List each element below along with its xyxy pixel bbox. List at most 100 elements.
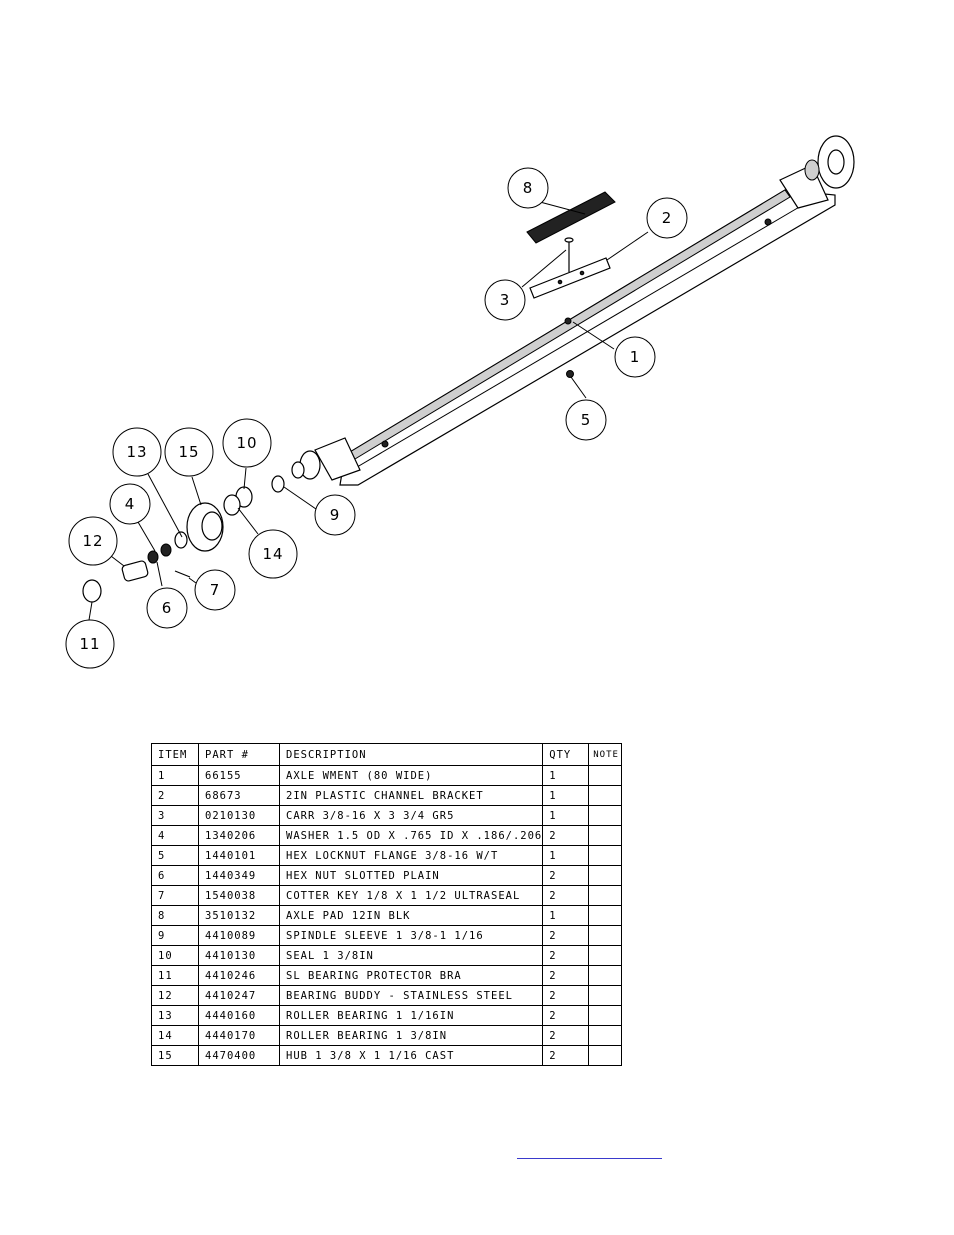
cell-note (588, 765, 623, 786)
svg-text:14: 14 (262, 545, 283, 563)
cell-qty: 2 (542, 885, 590, 906)
svg-text:7: 7 (210, 581, 221, 599)
cell-item: 4 (151, 825, 199, 846)
cell-description: COTTER KEY 1/8 X 1 1/2 ULTRASEAL (278, 885, 544, 906)
balloon-9: 9 (314, 494, 356, 536)
cell-note (588, 825, 623, 846)
left-hub-components (82, 475, 285, 603)
svg-text:11: 11 (79, 635, 100, 653)
cell-qty: 2 (542, 945, 590, 966)
cell-note (588, 805, 623, 826)
cell-qty: 2 (542, 865, 590, 886)
carriage-bolt (564, 237, 574, 272)
balloon-14: 14 (248, 529, 298, 579)
cell-qty: 2 (542, 825, 590, 846)
cell-description: 2IN PLASTIC CHANNEL BRACKET (278, 785, 544, 806)
balloon-3: 3 (484, 279, 526, 321)
balloon-10: 10 (222, 418, 272, 468)
cell-part: 1340206 (198, 825, 280, 846)
header-note: NOTE (588, 743, 623, 766)
cell-note (588, 965, 623, 986)
cell-description: SL BEARING PROTECTOR BRA (278, 965, 544, 986)
svg-text:8: 8 (523, 179, 534, 197)
table-header-row: ITEM PART # DESCRIPTION QTY NOTE (151, 743, 623, 766)
cell-qty: 2 (542, 1025, 590, 1046)
cell-note (588, 1025, 623, 1046)
cell-part: 0210130 (198, 805, 280, 826)
balloon-12: 12 (68, 516, 118, 566)
svg-text:13: 13 (126, 443, 147, 461)
cell-qty: 2 (542, 985, 590, 1006)
cell-description: SEAL 1 3/8IN (278, 945, 544, 966)
cell-item: 7 (151, 885, 199, 906)
cell-description: SPINDLE SLEEVE 1 3/8-1 1/16 (278, 925, 544, 946)
cell-item: 2 (151, 785, 199, 806)
exploded-assembly-diagram: 8 2 3 1 5 13 15 10 4 9 12 14 7 6 11 (65, 135, 855, 669)
cell-qty: 1 (542, 905, 590, 926)
cell-part: 1440101 (198, 845, 280, 866)
cell-description: CARR 3/8-16 X 3 3/4 GR5 (278, 805, 544, 826)
leader-lines (88, 201, 649, 621)
cell-item: 15 (151, 1045, 199, 1066)
cell-description: AXLE WMENT (80 WIDE) (278, 765, 544, 786)
cell-item: 1 (151, 765, 199, 786)
axle-tube (291, 135, 855, 486)
cell-note (588, 945, 623, 966)
cell-part: 4440170 (198, 1025, 280, 1046)
header-item: ITEM (151, 743, 199, 766)
cell-part: 4440160 (198, 1005, 280, 1026)
cell-qty: 2 (542, 925, 590, 946)
balloon-8: 8 (507, 167, 549, 209)
cell-description: HEX LOCKNUT FLANGE 3/8-16 W/T (278, 845, 544, 866)
cell-note (588, 845, 623, 866)
balloon-15: 15 (164, 427, 214, 477)
cell-description: ROLLER BEARING 1 1/16IN (278, 1005, 544, 1026)
cell-item: 13 (151, 1005, 199, 1026)
cell-part: 1540038 (198, 885, 280, 906)
cell-description: ROLLER BEARING 1 3/8IN (278, 1025, 544, 1046)
cell-item: 12 (151, 985, 199, 1006)
balloon-5: 5 (565, 399, 607, 441)
svg-text:6: 6 (162, 599, 173, 617)
balloon-2: 2 (646, 197, 688, 239)
cell-note (588, 1005, 623, 1026)
cell-description: HEX NUT SLOTTED PLAIN (278, 865, 544, 886)
cell-qty: 1 (542, 765, 590, 786)
cell-qty: 2 (542, 1005, 590, 1026)
cell-item: 8 (151, 905, 199, 926)
cell-note (588, 865, 623, 886)
cell-item: 14 (151, 1025, 199, 1046)
balloon-13: 13 (112, 427, 162, 477)
cell-qty: 1 (542, 785, 590, 806)
cell-description: HUB 1 3/8 X 1 1/16 CAST (278, 1045, 544, 1066)
cell-qty: 1 (542, 805, 590, 826)
svg-text:12: 12 (82, 532, 103, 550)
cell-part: 1440349 (198, 865, 280, 886)
balloon-4: 4 (109, 483, 151, 525)
svg-text:5: 5 (581, 411, 592, 429)
cell-part: 4410246 (198, 965, 280, 986)
cell-part: 4410089 (198, 925, 280, 946)
cell-item: 3 (151, 805, 199, 826)
cell-item: 11 (151, 965, 199, 986)
cell-item: 9 (151, 925, 199, 946)
cell-item: 6 (151, 865, 199, 886)
cell-part: 66155 (198, 765, 280, 786)
svg-text:9: 9 (330, 506, 341, 524)
svg-text:4: 4 (125, 495, 136, 513)
cell-part: 4410247 (198, 985, 280, 1006)
cell-note (588, 785, 623, 806)
cell-part: 4410130 (198, 945, 280, 966)
svg-text:10: 10 (236, 434, 257, 452)
